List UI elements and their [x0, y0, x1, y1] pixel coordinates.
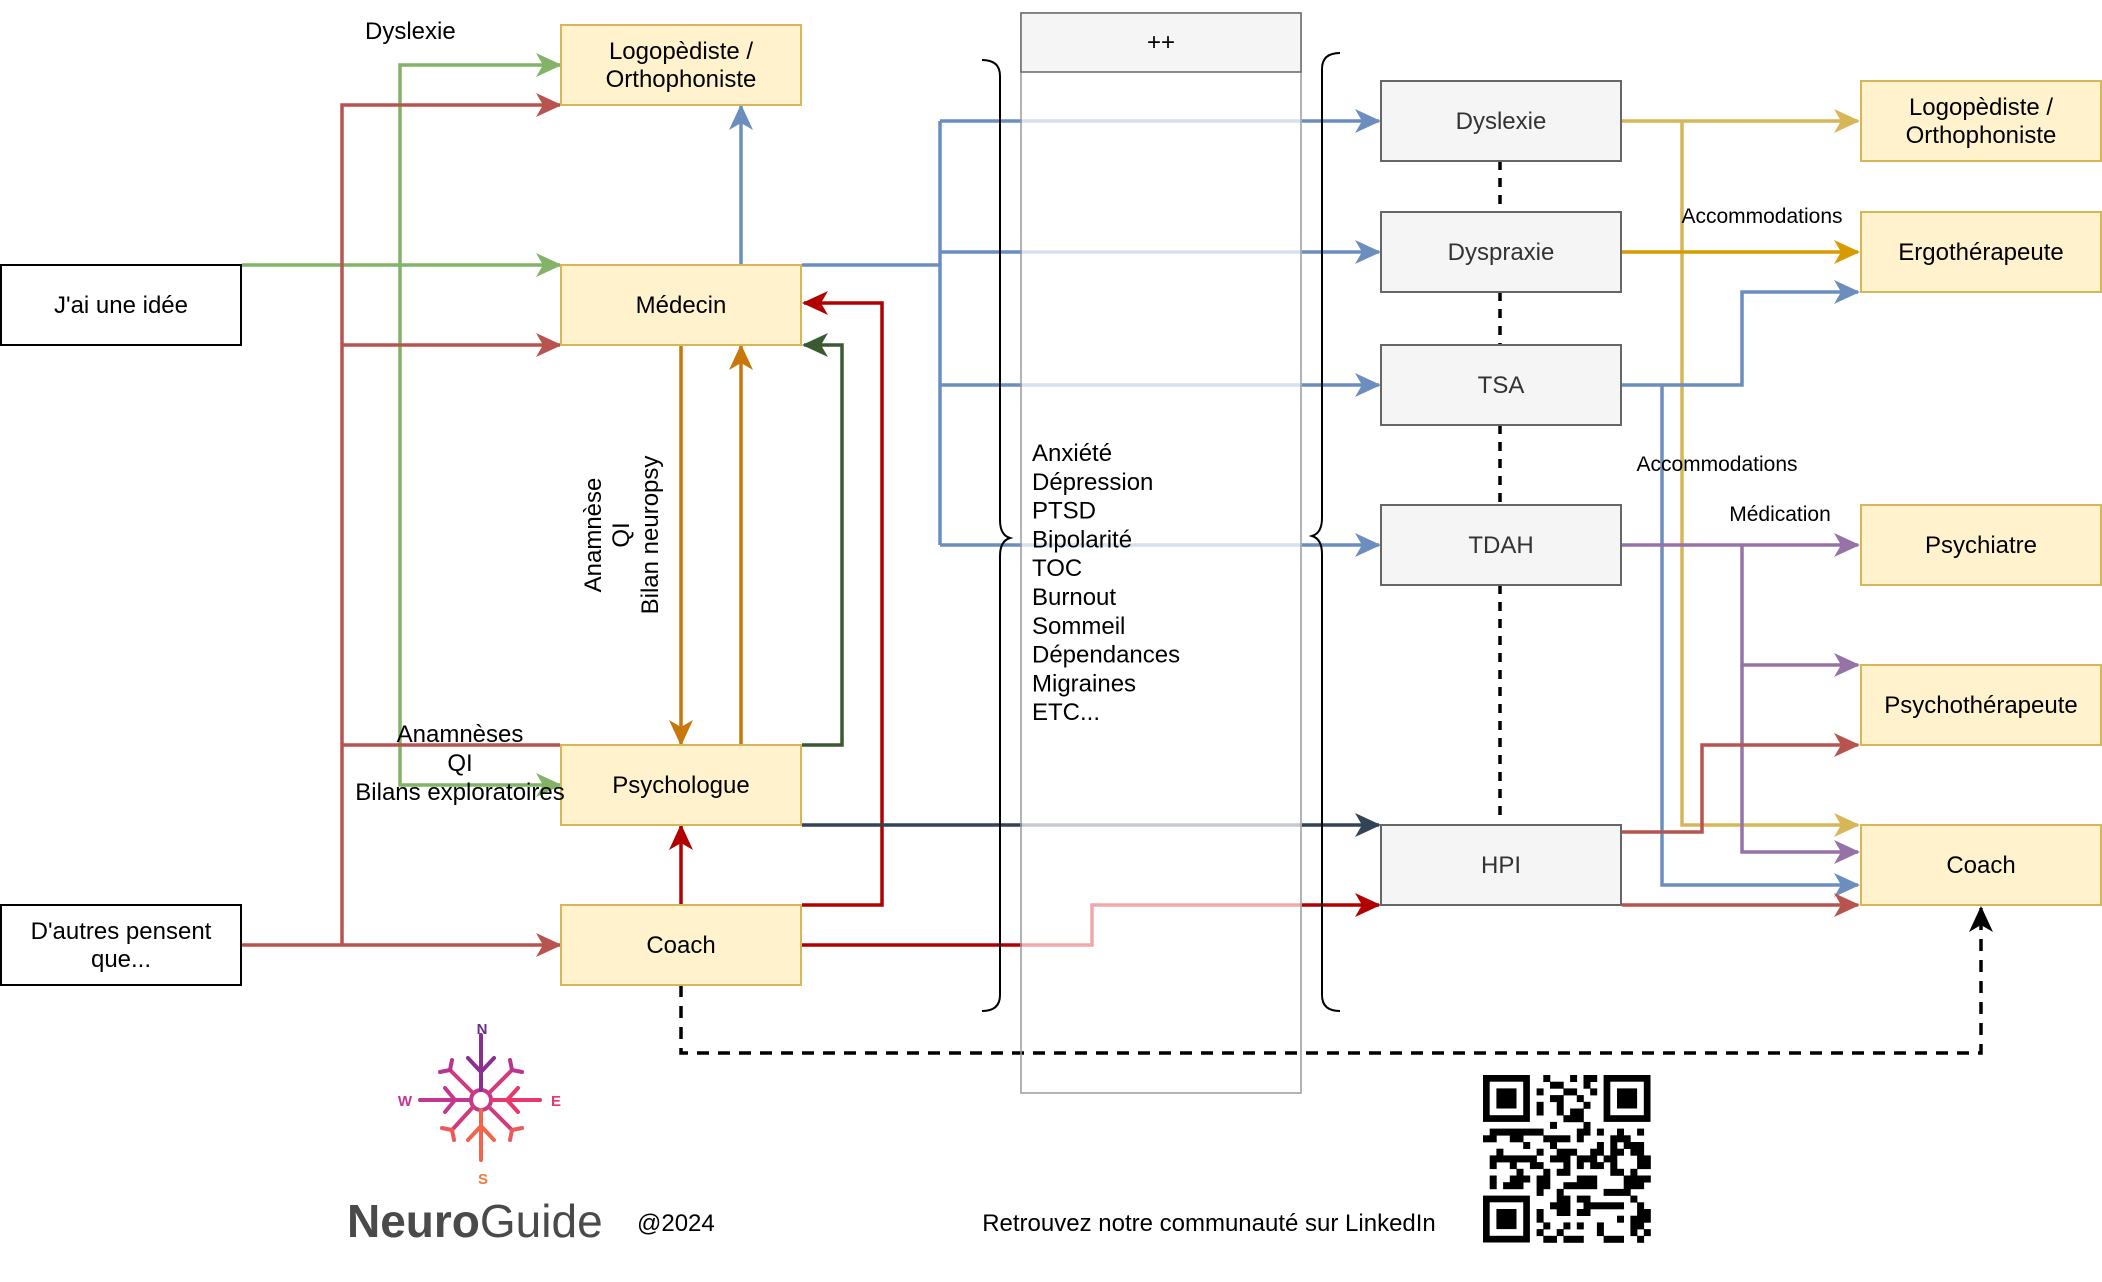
hpi-box[interactable]: HPI — [1380, 824, 1622, 906]
compass-s: S — [478, 1171, 488, 1188]
panel-header-text: ++ — [1147, 29, 1175, 56]
right-specialists: Logopèdiste / Orthophoniste Ergothérapeu… — [1860, 80, 2102, 906]
ergotherapeute-box[interactable]: Ergothérapeute — [1860, 211, 2102, 293]
label-dyslexie-top: Dyslexie — [365, 18, 456, 45]
psychotherapeute-label: Psychothérapeute — [1884, 692, 2077, 719]
brand-light: Guide — [480, 1195, 603, 1247]
edge-idea-to-logopediste — [398, 53, 562, 265]
panel-header — [1020, 12, 1302, 73]
condition-item: PTSD — [1032, 498, 1096, 525]
edge-psychologue-to-medecin-side — [802, 333, 844, 747]
hpi-label: HPI — [1481, 852, 1521, 879]
condition-item: Dépendances — [1032, 642, 1180, 669]
condition-item: Burnout — [1032, 584, 1116, 611]
tdah-box[interactable]: TDAH — [1380, 504, 1622, 586]
medecin-label: Médecin — [636, 292, 727, 319]
edges-right — [1498, 109, 1860, 917]
psychologue-box[interactable]: Psychologue — [560, 744, 802, 826]
coach-left-box[interactable]: Coach — [560, 904, 802, 986]
vertical-label-bilan: Bilan neuropsy — [637, 456, 664, 615]
logopediste-left-label-2: Orthophoniste — [606, 66, 757, 93]
label-bilan-neuropsy: Bilan neuropsy — [637, 456, 664, 615]
condition-item: Anxiété — [1032, 440, 1112, 467]
dyspraxie-label: Dyspraxie — [1448, 239, 1555, 266]
dyslexie-box[interactable]: Dyslexie — [1380, 80, 1622, 162]
coach-right-label: Coach — [1946, 852, 2015, 879]
vertical-label: Anamnèse — [580, 478, 607, 593]
edge-tsa-to-coach — [1660, 385, 1860, 897]
edge-coach-to-right-coach — [679, 906, 1993, 1055]
right-brace — [1308, 52, 1341, 1012]
edge-medecin-bus — [802, 263, 942, 545]
others-label-1: D'autres pensent — [31, 918, 212, 945]
coach-right-box[interactable]: Coach — [1860, 824, 2102, 906]
condition-item: Migraines — [1032, 670, 1136, 697]
edges-left — [242, 53, 1993, 1055]
condition-item: Bipolarité — [1032, 526, 1132, 553]
label-anamnese: Anamnèse — [580, 478, 607, 593]
dyslexie-label: Dyslexie — [1456, 108, 1547, 135]
psychiatre-box[interactable]: Psychiatre — [1860, 504, 2102, 586]
label-accommodations-1: Accommodations — [1681, 205, 1842, 228]
label-accommodations-2: Accommodations — [1636, 453, 1797, 476]
logopediste-left-label-1: Logopèdiste / — [609, 38, 753, 65]
edge-tdah-to-coach — [1740, 665, 1860, 864]
dyspraxie-box[interactable]: Dyspraxie — [1380, 211, 1622, 293]
edge-labels: Dyslexie Anamnèse QI Bilan neuropsy Anam… — [355, 18, 1842, 806]
medecin-box[interactable]: Médecin — [560, 264, 802, 346]
tsa-box[interactable]: TSA — [1380, 344, 1622, 426]
tsa-label: TSA — [1478, 372, 1525, 399]
diagnosis-nodes: Dyslexie Dyspraxie TSA TDAH HPI — [1380, 80, 1622, 906]
psychologue-label: Psychologue — [612, 772, 749, 799]
conditions-list: Anxiété Dépression PTSD Bipolarité TOC B… — [1032, 440, 1187, 726]
left-specialists: Logopèdiste / Orthophoniste Médecin Psyc… — [560, 24, 802, 986]
community-text: Retrouvez notre communauté sur LinkedIn — [982, 1210, 1436, 1237]
logopediste-left-box[interactable]: Logopèdiste / Orthophoniste — [560, 24, 802, 106]
conditions-panel: ++ Anxiété Dépression PTSD Bipolarité TO… — [981, 12, 1341, 1094]
brand-name: NeuroGuide — [347, 1195, 603, 1247]
label-bilans: Bilans exploratoires — [355, 779, 564, 806]
linkedin-qr-code[interactable] — [1483, 1075, 1651, 1243]
left-brace — [981, 59, 1014, 1012]
others-label-2: que... — [91, 946, 151, 973]
psychotherapeute-box[interactable]: Psychothérapeute — [1860, 664, 2102, 746]
idea-box[interactable]: J'ai une idée — [0, 264, 242, 346]
edge-coach-to-medecin — [802, 291, 884, 907]
edge-tdah-to-psychotherapeute — [1740, 545, 1860, 677]
logopediste-right-box[interactable]: Logopèdiste / Orthophoniste — [1860, 80, 2102, 162]
edge-idea-to-psychologue — [398, 265, 562, 797]
compass-e: E — [551, 1093, 561, 1110]
ergotherapeute-label: Ergothérapeute — [1898, 239, 2063, 266]
brand-year: @2024 — [637, 1210, 715, 1237]
others-box[interactable]: D'autres pensent que... — [0, 904, 242, 986]
input-nodes: J'ai une idée D'autres pensent que... — [0, 264, 242, 986]
label-medication: Médication — [1729, 503, 1831, 526]
condition-item: Sommeil — [1032, 613, 1125, 640]
condition-item: Dépression — [1032, 469, 1153, 496]
edge-coach-to-hpi-mid — [1022, 903, 1302, 947]
logopediste-right-label-2: Orthophoniste — [1906, 122, 2057, 149]
idea-label: J'ai une idée — [54, 292, 188, 319]
edge-tsa-to-ergotherapeute — [1622, 280, 1860, 387]
compass-n: N — [477, 1021, 488, 1038]
neuron-compass-icon — [418, 1033, 542, 1162]
label-anamneses: Anamnèses — [397, 721, 524, 748]
neuroguide-logo: N W E S NeuroGuide @2024 — [347, 1021, 715, 1247]
compass-w: W — [398, 1093, 413, 1110]
vertical-label-qi: QI — [608, 522, 635, 547]
edge-others-to-logopediste — [340, 93, 562, 945]
condition-item: TOC — [1032, 555, 1082, 582]
logopediste-right-label-1: Logopèdiste / — [1909, 94, 2053, 121]
label-qi: QI — [447, 750, 472, 777]
tdah-label: TDAH — [1468, 532, 1533, 559]
edge-dyslexie-to-coach — [1680, 121, 1860, 837]
condition-item: ETC... — [1032, 699, 1100, 726]
brand-bold: Neuro — [347, 1195, 480, 1247]
psychiatre-label: Psychiatre — [1925, 532, 2037, 559]
coach-left-label: Coach — [646, 932, 715, 959]
edge-hpi-to-psychotherapeute — [1622, 733, 1860, 834]
label-qi-vertical: QI — [608, 522, 635, 547]
